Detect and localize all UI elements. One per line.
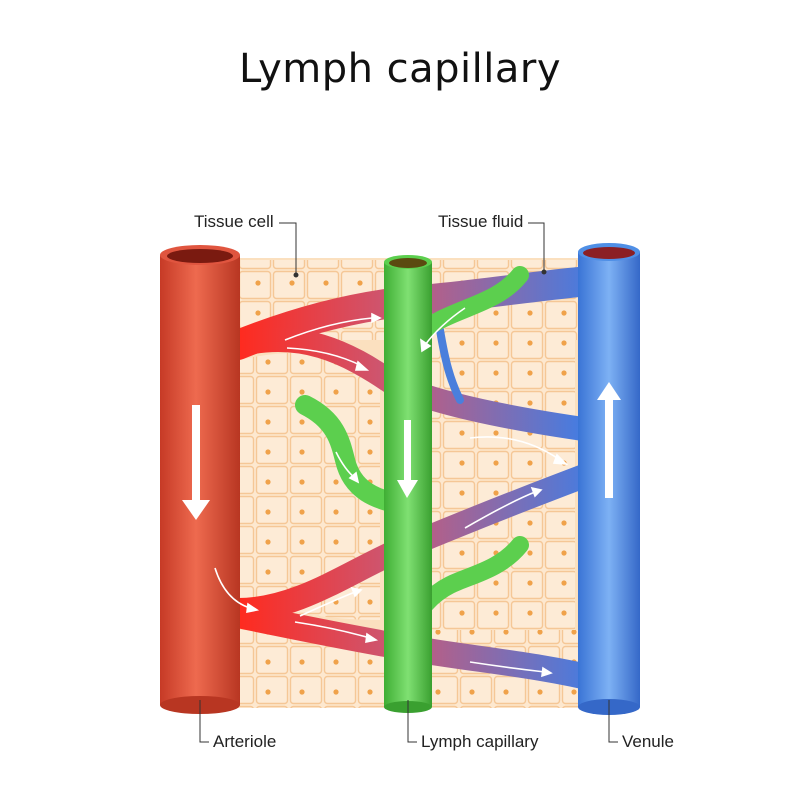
venule-flow-arrow: [597, 382, 621, 498]
diagram-title: Lymph capillary: [238, 46, 562, 92]
venule-label: Venule: [622, 732, 674, 751]
lymph-capillary-label: Lymph capillary: [421, 732, 539, 751]
arteriole-vessel: [160, 245, 240, 714]
arteriole-label: Arteriole: [213, 732, 277, 751]
flow-arrows: [182, 382, 621, 520]
tissue-fluid-label: Tissue fluid: [438, 212, 524, 231]
leader-lines: [199, 222, 618, 743]
lymph-flow-arrow: [397, 420, 418, 498]
tissue-cell-label: Tissue cell: [194, 212, 274, 231]
tissue-cells-left: [240, 352, 380, 620]
arteriole-flow-arrow: [182, 405, 210, 520]
small-flow-arrows: [214, 307, 569, 678]
